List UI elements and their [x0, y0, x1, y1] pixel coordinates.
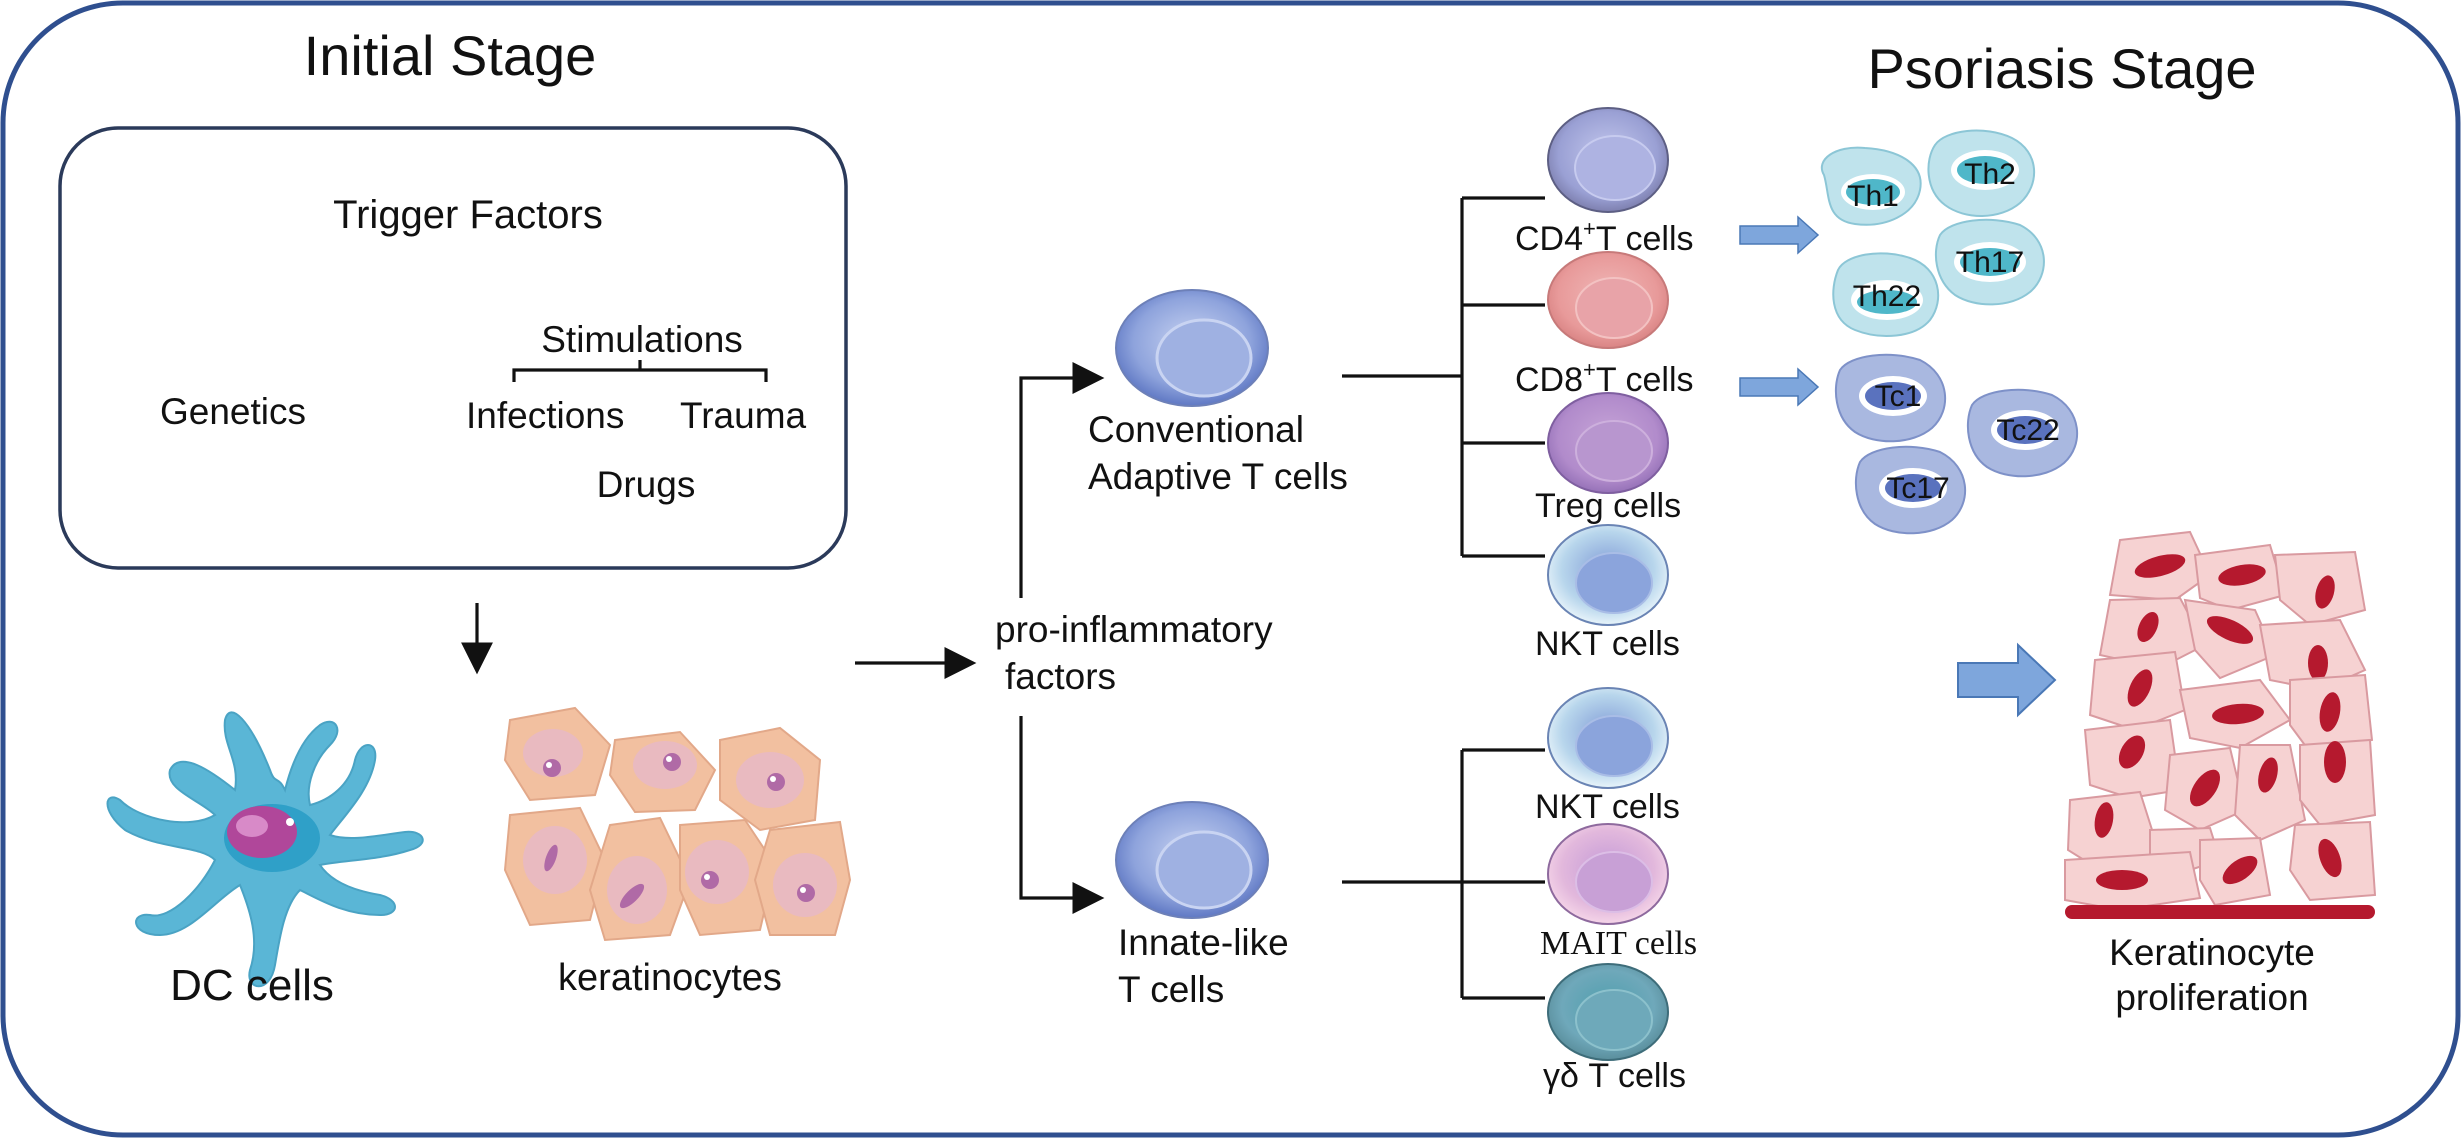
keratinocytes-illustration: [503, 706, 852, 942]
nkt-adaptive-cell: [1547, 524, 1669, 626]
innate-like-t-cell: [1115, 801, 1269, 919]
tc1-cell: [1834, 353, 1947, 443]
branch-to-conventional-arrow: [1019, 362, 1105, 598]
trigger-factors-box: [58, 126, 848, 570]
nkt-innate-label: NKT cells: [1535, 788, 1680, 826]
mait-label: MAIT cells: [1540, 925, 1697, 962]
dc-cell-illustration: [106, 711, 424, 988]
th1-cell: [1821, 146, 1922, 226]
nkt-adaptive-label: NKT cells: [1535, 625, 1680, 663]
innate-bracket: [1342, 748, 1545, 1000]
stimulations-bracket: [512, 360, 768, 382]
keratinocyte-proliferation-tissue: [2064, 530, 2377, 919]
th2-label: Th2: [1964, 158, 2016, 191]
gamma-delta-t-cell: [1547, 963, 1669, 1061]
cd8-t-cell: [1547, 251, 1669, 349]
cd8-label: CD8+T cells: [1515, 357, 1694, 399]
tc17-label: Tc17: [1886, 472, 1949, 505]
gamma-delta-label: γδ T cells: [1543, 1057, 1686, 1095]
mait-cell: [1547, 823, 1669, 925]
tc22-label: Tc22: [1996, 414, 2059, 447]
th17-cell: [1934, 218, 2045, 306]
dc-cells-label: DC cells: [170, 961, 334, 1010]
cd8-to-tc-arrow: [1739, 367, 1820, 407]
initial-stage-title: Initial Stage: [304, 24, 597, 87]
treg-cell: [1547, 392, 1669, 494]
drugs-label: Drugs: [597, 464, 696, 505]
tc22-cell: [1966, 388, 2079, 478]
to-proliferation-arrow: [1957, 642, 2057, 718]
th1-label: Th1: [1847, 180, 1899, 213]
nkt-innate-cell: [1547, 687, 1669, 789]
th2-cell: [1927, 129, 2035, 217]
th17-label: Th17: [1956, 246, 2024, 279]
treg-label: Treg cells: [1535, 487, 1681, 525]
proliferation-label-line1: Keratinocyte: [2109, 932, 2315, 973]
conventional-label-line2: Adaptive T cells: [1088, 456, 1348, 497]
trauma-label: Trauma: [680, 395, 807, 436]
proinflammatory-label-line2: factors: [1005, 656, 1116, 697]
tc1-label: Tc1: [1875, 380, 1922, 413]
conventional-label-line1: Conventional: [1088, 409, 1304, 450]
adaptive-bracket: [1342, 196, 1545, 558]
cd4-to-th-arrow: [1739, 215, 1820, 255]
genetics-label: Genetics: [160, 391, 306, 432]
innate-label-line2: T cells: [1118, 969, 1224, 1010]
proinflammatory-label-line1: pro-inflammatory: [995, 609, 1273, 650]
conventional-t-cell: [1115, 289, 1269, 407]
th22-cell: [1832, 252, 1940, 337]
trigger-factors-title: Trigger Factors: [333, 193, 603, 237]
cd4-t-cell: [1547, 107, 1669, 213]
keratinocytes-label: keratinocytes: [558, 957, 782, 999]
branch-to-innate-arrow: [1019, 716, 1105, 914]
th22-label: Th22: [1853, 280, 1921, 313]
tc17-cell: [1854, 445, 1967, 535]
proliferation-label-line2: proliferation: [2115, 977, 2308, 1018]
infections-label: Infections: [466, 395, 624, 436]
stimulations-label: Stimulations: [541, 319, 743, 360]
psoriasis-stage-title: Psoriasis Stage: [1867, 37, 2256, 100]
innate-label-line1: Innate-like: [1118, 922, 1289, 963]
